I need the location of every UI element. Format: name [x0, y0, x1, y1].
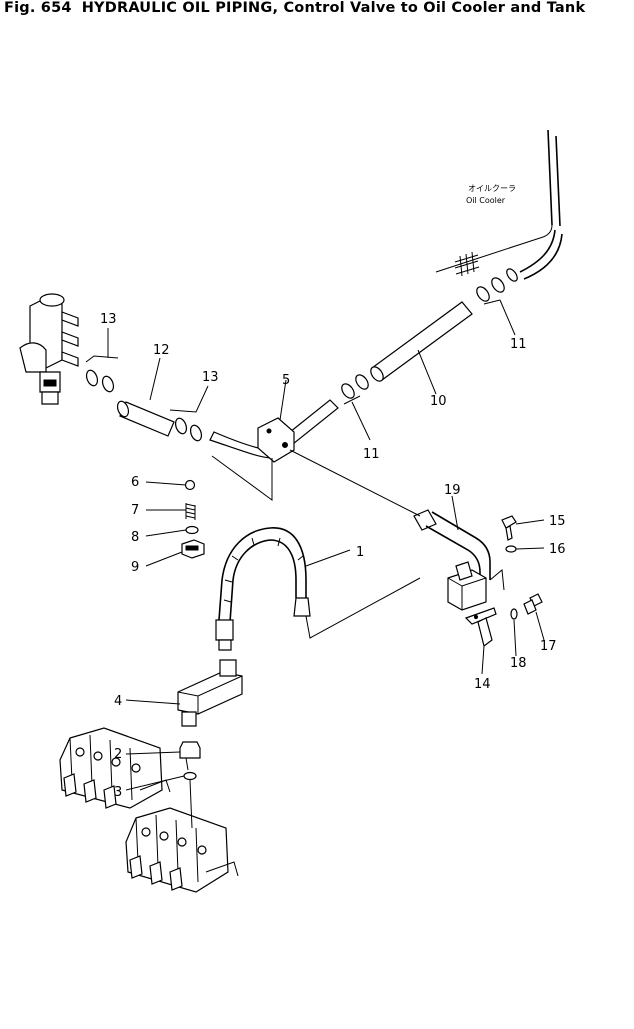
elbow-5: [209, 399, 339, 463]
pipe-19: [413, 509, 491, 582]
spring-7: [185, 503, 196, 520]
callout-8: 8: [131, 530, 139, 545]
figure-caption: HYDRAULIC OIL PIPING, Control Valve to O…: [81, 0, 586, 16]
hose-10: [370, 301, 473, 382]
valve-block: [447, 561, 487, 611]
adapter-2: [179, 741, 201, 759]
oil-cooler-label-jp: オイルクーラ: [468, 184, 516, 193]
o-ring-3: [183, 771, 197, 781]
bracket-14: [464, 607, 497, 648]
ball-6: [184, 479, 196, 491]
control-valve-lower: [125, 807, 239, 893]
callout-14: 14: [474, 677, 491, 692]
callout-4: 4: [114, 694, 122, 709]
callout-16: 16: [549, 542, 566, 557]
clamp-11-upper: [476, 268, 518, 302]
callout-11-upper: 11: [510, 337, 527, 352]
clamp-13-left: [85, 369, 115, 393]
callout-15: 15: [549, 514, 566, 529]
washer-18: [510, 608, 518, 620]
callout-2: 2: [114, 747, 122, 762]
tank-fitting: [19, 293, 79, 405]
callouts: 1 2 3 4 5 6 7 8 9 10 11 11 12 13 13 14 1…: [100, 312, 566, 800]
callout-10: 10: [430, 394, 447, 409]
callout-19: 19: [444, 483, 461, 498]
callout-7: 7: [131, 503, 139, 518]
callout-1: 1: [356, 545, 364, 560]
figure-title: Fig. 654 HYDRAULIC OIL PIPING, Control Va…: [4, 0, 585, 16]
hose-1: [215, 527, 311, 651]
callout-3: 3: [114, 785, 122, 800]
callout-5: 5: [282, 373, 290, 388]
block-4: [177, 659, 243, 727]
callout-11-lower: 11: [363, 447, 380, 462]
callout-17: 17: [540, 639, 557, 654]
bolt-15: [501, 515, 517, 541]
clamp-13-right: [174, 417, 203, 442]
callout-18: 18: [510, 656, 527, 671]
leader-lines: [85, 299, 545, 829]
callout-13-right: 13: [202, 370, 219, 385]
callout-6: 6: [131, 475, 139, 490]
callout-12: 12: [153, 343, 170, 358]
bolt-17: [523, 593, 543, 615]
hose-12: [116, 400, 175, 437]
o-ring-8: [185, 525, 199, 535]
figure-number: Fig. 654: [4, 0, 72, 16]
oil-cooler-label: Oil Cooler: [466, 196, 506, 205]
cooler-grille: [454, 251, 480, 277]
clamp-11-lower: [341, 374, 369, 399]
plug-9: [181, 539, 205, 559]
washer-16: [505, 545, 517, 553]
oil-cooler: オイルクーラ Oil Cooler: [435, 129, 563, 280]
control-valve-upper: [59, 727, 171, 809]
callout-13-left: 13: [100, 312, 117, 327]
callout-9: 9: [131, 560, 139, 575]
